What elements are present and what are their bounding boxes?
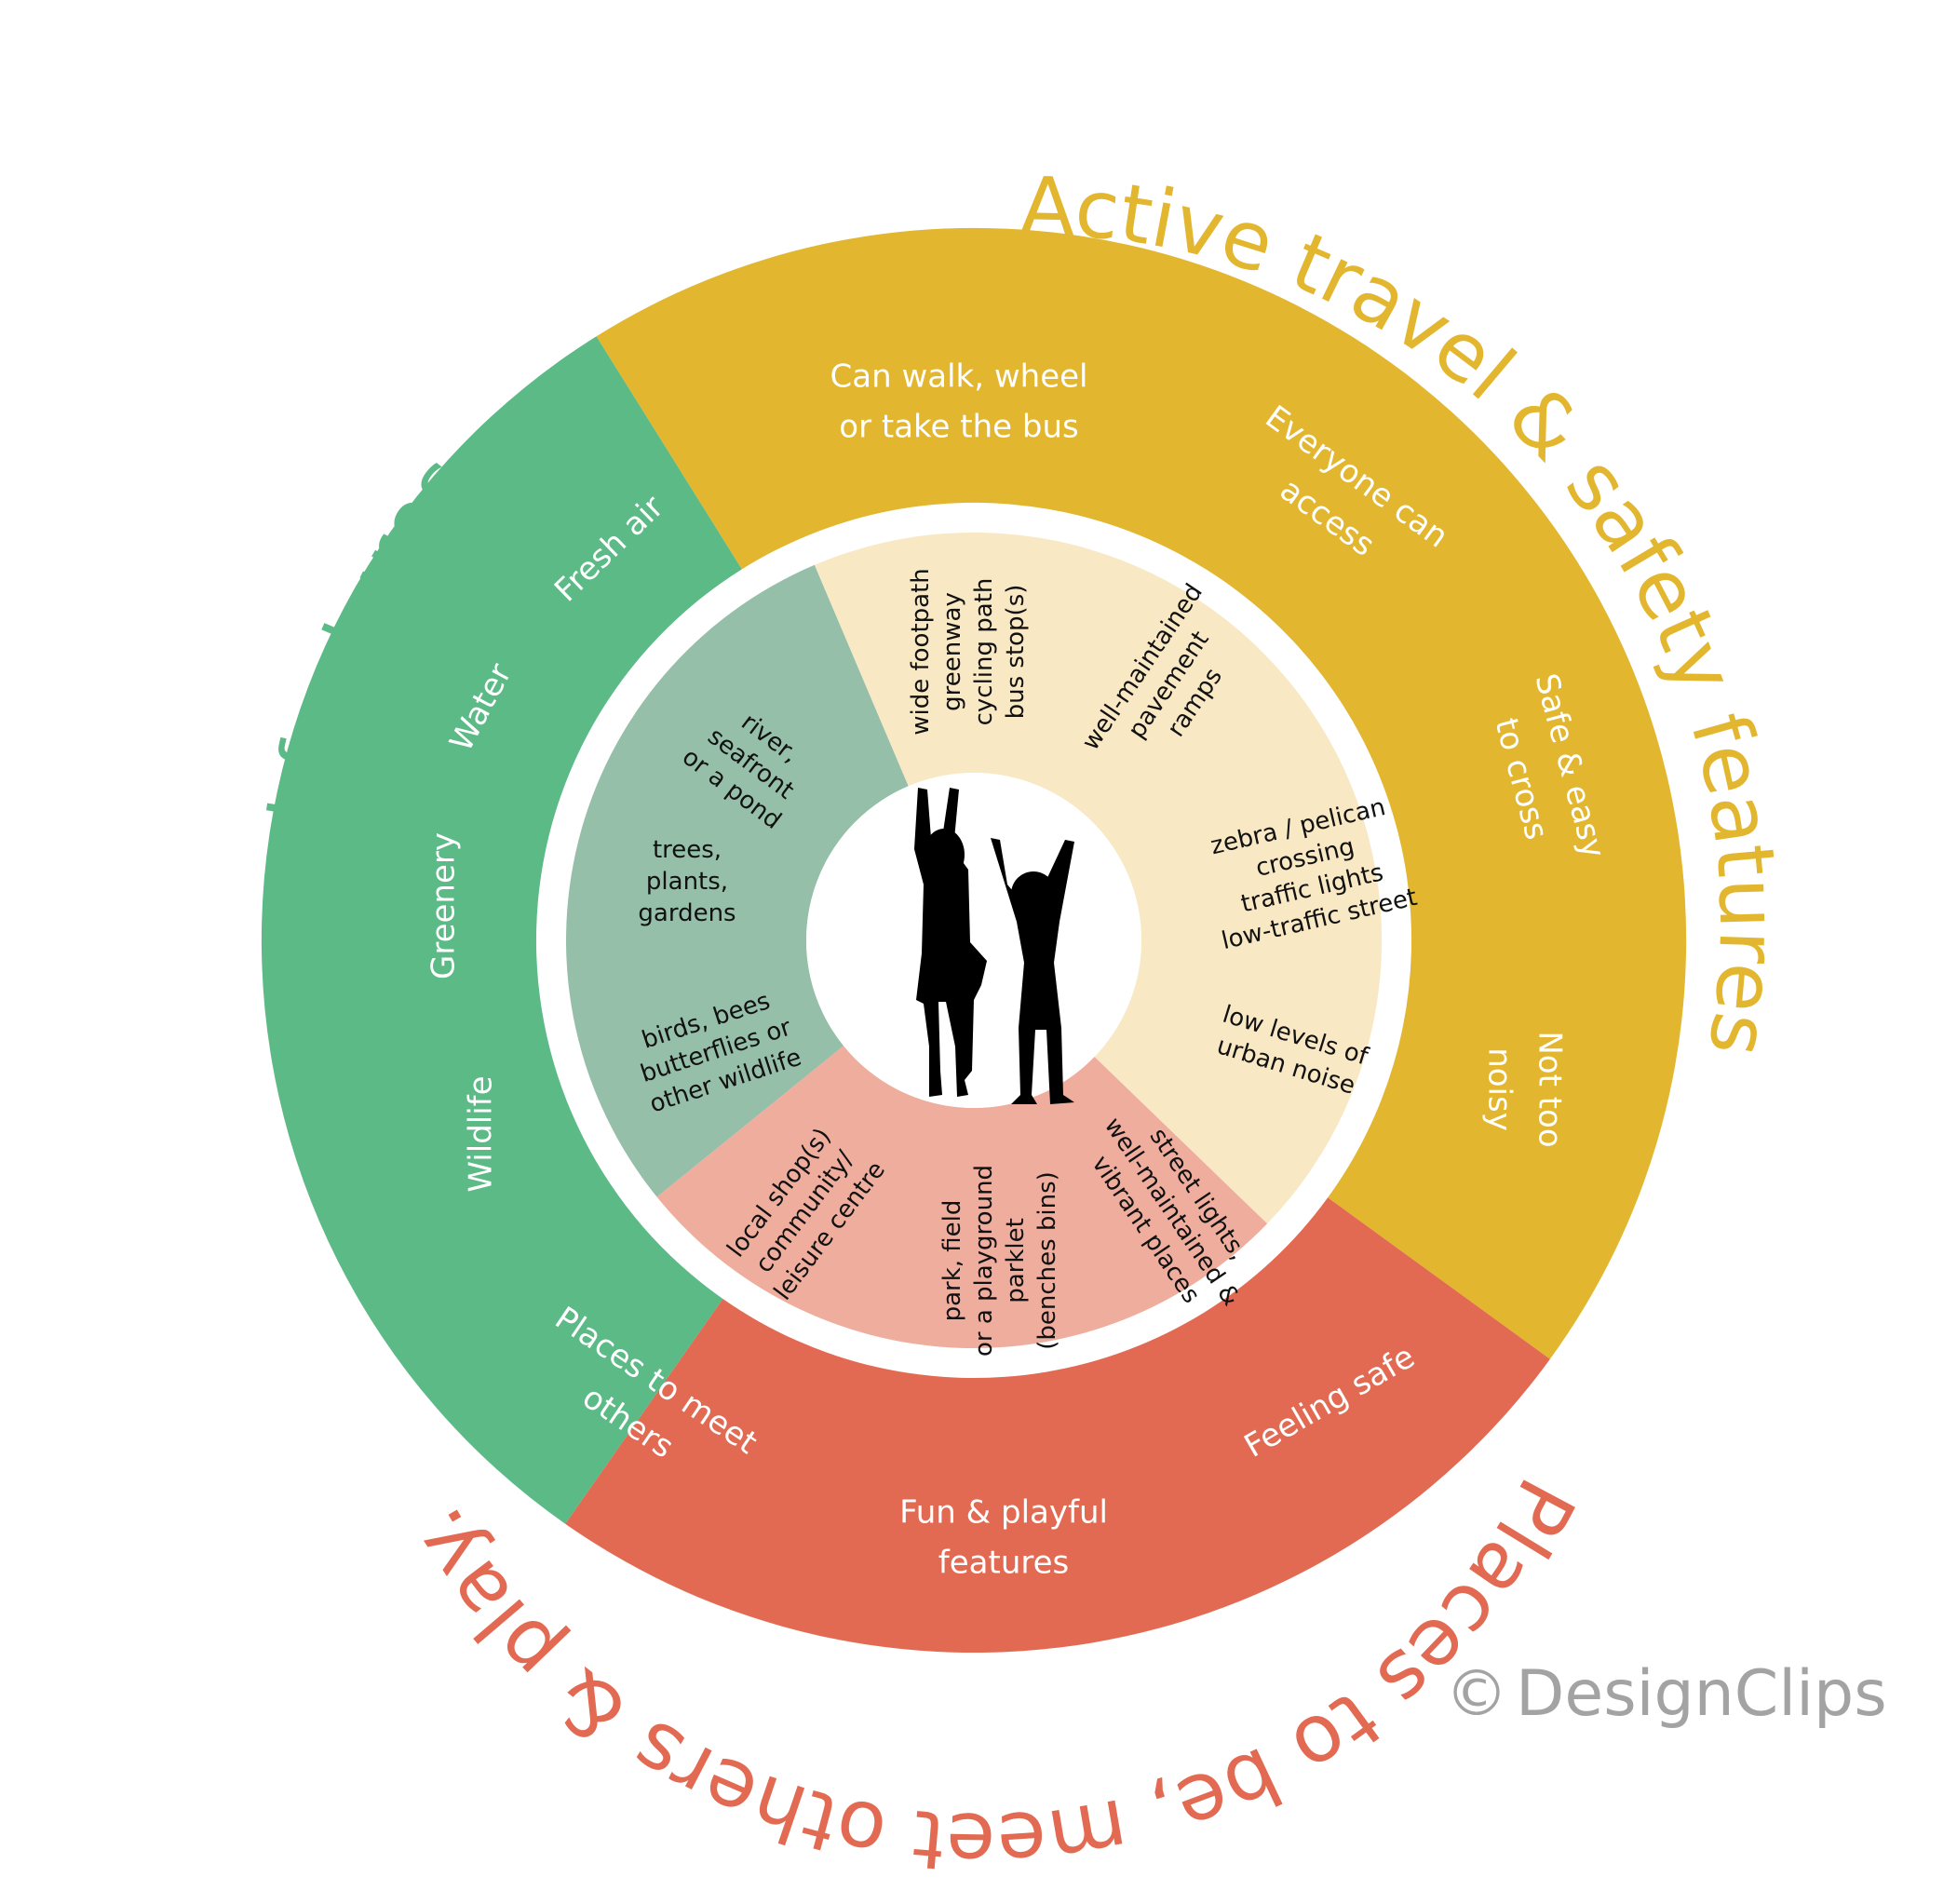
- outer-segment-natural: [261, 336, 742, 1524]
- outer-label-natural-3-line: Wildlife: [462, 1075, 499, 1192]
- inner-label-natural-1-line: trees,: [653, 836, 722, 864]
- inner-label-places-1-line: parklet: [1002, 1218, 1030, 1303]
- outer-label-active-3-line: Not too: [1532, 1031, 1569, 1147]
- inner-segment-natural: [566, 564, 909, 1197]
- outer-segment-active: [596, 227, 1687, 1359]
- inner-ring: [566, 532, 1383, 1349]
- outer-label-active-0-line: Can walk, wheel: [830, 358, 1088, 395]
- inner-segment-places: [656, 1046, 1268, 1349]
- inner-label-natural-1-line: gardens: [638, 899, 736, 927]
- inner-label-active-0-line: wide footpath: [907, 568, 935, 736]
- inner-label-active-0-line: greenway: [938, 592, 966, 711]
- inner-label-active-0-line: cycling path: [970, 578, 998, 726]
- inner-label-natural-1-line: plants,: [646, 868, 728, 896]
- inner-label-places-1-line: (benches bins): [1033, 1171, 1061, 1350]
- inner-segment-active: [814, 532, 1383, 1224]
- outer-segment-places: [565, 1197, 1550, 1654]
- outer-label-active-3: Not too noisy: [1481, 1031, 1569, 1147]
- outer-label-places-1-line: features: [938, 1544, 1069, 1581]
- outer-label-places-1: Fun & playful features: [899, 1493, 1108, 1581]
- outer-ring: [261, 227, 1687, 1654]
- outer-label-natural-3: Wildlife: [462, 1075, 499, 1192]
- children-silhouette-icon: [914, 788, 1074, 1104]
- outer-label-places-1-line: Fun & playful: [899, 1493, 1108, 1531]
- inner-label-places-1-line: park, field: [938, 1200, 966, 1322]
- credit: © DesignClips: [1445, 1657, 1887, 1731]
- outer-label-active-3-line: noisy: [1481, 1047, 1518, 1131]
- center-circle: [806, 773, 1141, 1108]
- inner-label-natural-1: trees, plants, gardens: [638, 836, 736, 927]
- inner-label-active-0-line: bus stop(s): [1002, 585, 1030, 720]
- outer-label-natural-2-line: Greenery: [425, 832, 462, 979]
- copyright-icon: ©: [1445, 1657, 1508, 1731]
- outer-label-active-0: Can walk, wheel or take the bus: [830, 358, 1088, 445]
- inner-label-places-1-line: or a playground: [970, 1165, 998, 1357]
- outer-label-natural-2: Greenery: [425, 832, 462, 979]
- credit-text: DesignClips: [1516, 1657, 1887, 1731]
- outer-label-active-0-line: or take the bus: [839, 408, 1078, 445]
